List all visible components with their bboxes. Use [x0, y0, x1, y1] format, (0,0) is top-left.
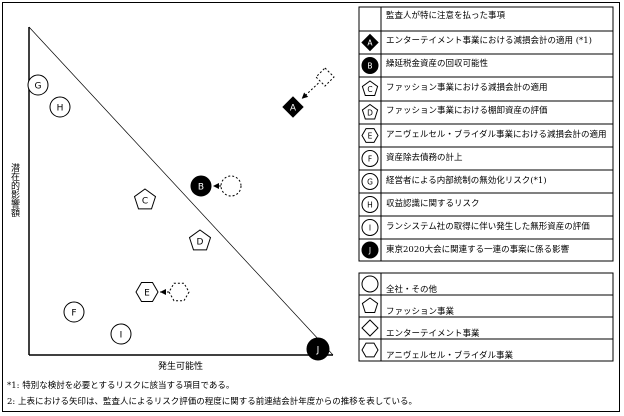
legend-icon-c [361, 80, 379, 96]
point-g [27, 74, 49, 96]
point-label-a: A [290, 104, 297, 114]
footnote-2: 2: 上表における矢印は、監査人によるリスク評価の程度に関する前連結会計年度から… [7, 397, 417, 407]
shape-legend-icon-pentagon [361, 297, 379, 313]
point-a [282, 96, 304, 118]
y-axis-label: 潜在的影響額 [9, 163, 19, 217]
legend-icon-h [361, 196, 379, 213]
legend-icon-label-b: B [367, 62, 372, 71]
legend-text-a: エンターテイメント事業における減損会計の適用 (*1) [386, 36, 592, 46]
legend-icon-f [361, 150, 379, 167]
risk-map-figure: G H A B C D E F I J A B C D E F G H I J 潜在的影響額 発生可能性 監査人が特に… [2, 2, 620, 412]
footnote-1: *1: 特別な検討を必要とするリスクに該当する項目である。 [7, 381, 235, 391]
legend-text-d: ファッション事業における棚卸資産の評価 [386, 106, 548, 116]
trend-arrowhead-a [301, 92, 309, 99]
legend-text-f: 資産除去債務の計上 [386, 153, 463, 163]
previous-position-b [220, 175, 242, 197]
shape-legend-icon-hexagon [361, 342, 379, 358]
shape-legend-circle-text: 全社・その他 [386, 285, 438, 295]
legend-icon-b [361, 57, 379, 74]
point-label-f: F [71, 309, 76, 319]
legend-icon-j [361, 241, 379, 259]
shape-legend-icon-circle [361, 275, 379, 293]
point-label-g: G [35, 82, 42, 92]
point-b [190, 175, 212, 197]
legend-icon-label-e: E [368, 132, 373, 141]
point-f [63, 301, 85, 323]
point-label-c: C [142, 197, 148, 207]
point-label-b: B [198, 183, 204, 193]
point-label-i: I [120, 331, 123, 341]
legend-text-j: 東京2020大会に関連する一連の事案に係る影響 [386, 245, 570, 255]
point-e [135, 282, 159, 302]
risk-map-svg: G H A B C D E F I J A B C D E F G H I J [27, 6, 614, 362]
point-h [49, 96, 71, 118]
legend-icon-a [361, 33, 379, 52]
legend-icon-i [361, 219, 379, 236]
point-i [110, 323, 132, 345]
legend-text-h: 収益認識に関するリスク [386, 199, 480, 209]
point-c [133, 188, 157, 210]
legend-icon-label-h: H [367, 201, 373, 210]
legend-text-c: ファッション事業における減損会計の適用 [386, 83, 548, 93]
legend-text-i: ランシステム社の取得に伴い発生した無形資産の評価 [386, 222, 590, 232]
legend-icon-d [361, 103, 379, 120]
legend-table-border [358, 6, 614, 262]
legend-icon-label-i: I [369, 224, 371, 233]
point-label-e: E [144, 289, 150, 299]
legend-icon-label-c: C [367, 85, 372, 94]
legend-icon-g [361, 173, 379, 190]
legend-icon-label-j: J [368, 246, 371, 255]
point-d [188, 229, 212, 251]
diagonal-line [28, 26, 334, 356]
shape-legend-pentagon-text: ファッション事業 [386, 307, 455, 317]
shape-legend-hexagon-text: アニヴェルセル・ブライダル事業 [386, 351, 513, 361]
point-j [306, 337, 330, 361]
legend-header: 監査人が特に注意を払った事項 [386, 11, 506, 21]
point-label-h: H [57, 104, 64, 114]
legend-text-b: 繰延税金資産の回収可能性 [386, 59, 489, 69]
shape-legend-diamond-text: エンターテイメント事業 [386, 329, 480, 339]
point-label-d: D [197, 238, 204, 248]
legend-icon-label-a: A [367, 39, 373, 48]
trend-arrowhead-e [160, 289, 166, 295]
shape-legend-icon-diamond [361, 319, 379, 337]
legend-text-e: アニヴェルセル・ブライダル事業における減損会計の適用 [386, 130, 607, 140]
x-axis-label: 発生可能性 [158, 362, 204, 372]
trend-arrowhead-b [213, 183, 219, 189]
legend-icon-label-g: G [367, 178, 373, 187]
legend-text-g: 経営者による内部統制の無効化リスク(*1) [386, 176, 547, 186]
legend-icon-label-d: D [367, 109, 373, 118]
legend-icon-e [361, 128, 379, 143]
previous-position-e [168, 282, 190, 302]
point-label-j: J [316, 346, 320, 356]
previous-position-a [315, 67, 335, 87]
legend-icon-label-f: F [368, 155, 372, 164]
